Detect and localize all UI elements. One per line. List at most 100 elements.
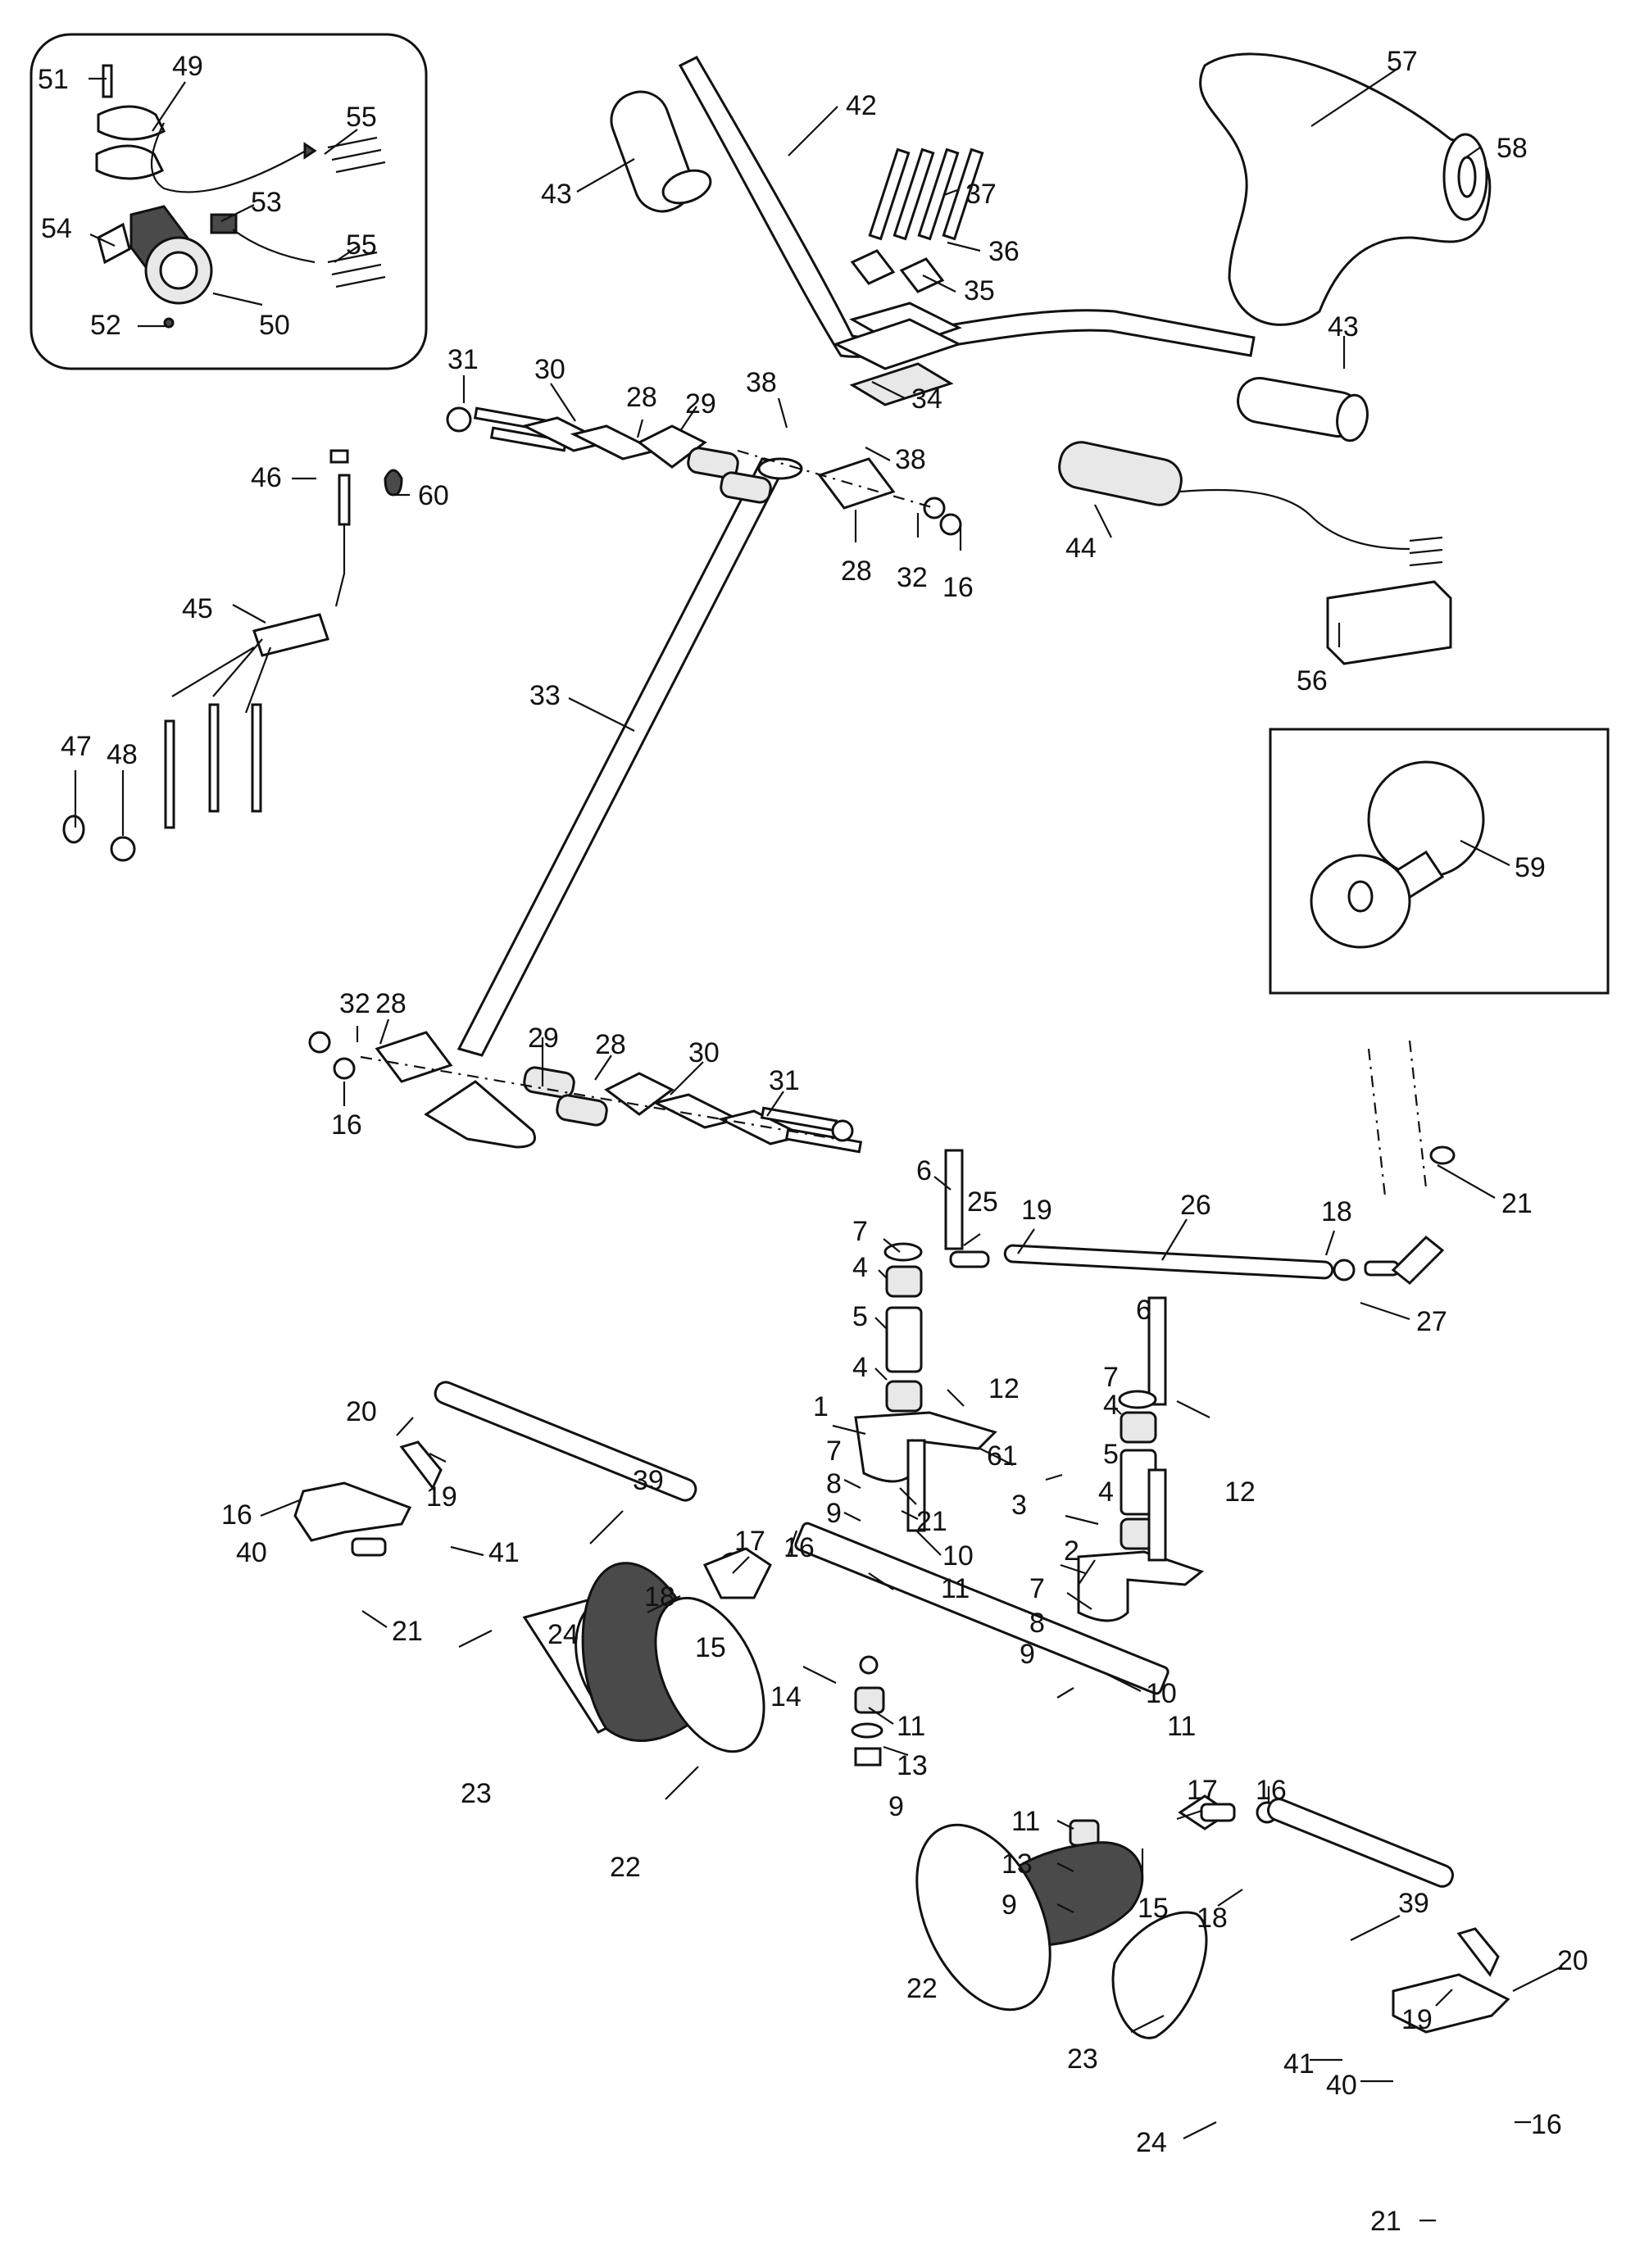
callout-11-left: 11 xyxy=(941,1573,970,1604)
callout-25: 25 xyxy=(967,1186,998,1218)
callout-21-mid: 21 xyxy=(916,1506,947,1537)
callout-labels: 51 49 55 53 54 55 52 50 42 43 37 36 35 5… xyxy=(38,46,1588,2237)
callout-53: 53 xyxy=(251,187,282,218)
callout-11-mid: 11 xyxy=(897,1711,925,1742)
callout-4-left-lower: 4 xyxy=(852,1352,868,1383)
callout-19-top: 19 xyxy=(1021,1195,1052,1226)
callout-13-mid: 13 xyxy=(897,1750,928,1781)
handlebar-assembly xyxy=(610,56,1369,442)
callout-45: 45 xyxy=(182,593,213,624)
callout-17-left: 17 xyxy=(734,1526,765,1557)
callout-10-right: 10 xyxy=(1146,1678,1177,1709)
inset-frame-horn xyxy=(1269,728,1610,995)
callout-9-mid: 9 xyxy=(888,1791,904,1822)
callout-43-right: 43 xyxy=(1328,311,1359,342)
callout-40-left: 40 xyxy=(236,1537,267,1568)
callout-15-left: 15 xyxy=(695,1632,726,1663)
callout-23-right: 23 xyxy=(1067,2043,1098,2075)
upper-linkage xyxy=(446,406,962,536)
callout-10-left: 10 xyxy=(942,1540,974,1572)
callout-20-left: 20 xyxy=(346,1396,377,1427)
callout-16-right: 16 xyxy=(1256,1775,1287,1806)
callout-19-left: 19 xyxy=(426,1481,457,1513)
callout-18-top: 18 xyxy=(1321,1196,1352,1227)
callout-4-right-lower: 4 xyxy=(1098,1476,1114,1508)
callout-24-left: 24 xyxy=(547,1619,579,1650)
callout-22-left: 22 xyxy=(610,1852,641,1883)
callout-16-mid: 16 xyxy=(783,1532,815,1563)
callout-48: 48 xyxy=(107,739,138,770)
callout-16-left: 16 xyxy=(221,1499,252,1531)
callout-49: 49 xyxy=(172,51,203,82)
callout-28-right: 28 xyxy=(841,556,872,587)
callout-38-right: 38 xyxy=(895,444,926,475)
callout-27: 27 xyxy=(1416,1306,1447,1337)
callout-4-top: 4 xyxy=(852,1252,868,1283)
callout-29-upper: 29 xyxy=(685,388,716,420)
callout-39-right: 39 xyxy=(1398,1888,1429,1919)
callout-2: 2 xyxy=(1064,1535,1079,1567)
lower-linkage xyxy=(308,1031,863,1154)
callout-18-left: 18 xyxy=(644,1581,675,1613)
callout-33: 33 xyxy=(529,680,561,711)
callout-42: 42 xyxy=(846,90,877,121)
callout-47: 47 xyxy=(61,731,92,762)
steering-column xyxy=(456,457,803,1057)
callout-28-lower-left: 28 xyxy=(375,988,406,1019)
callout-4-right-top: 4 xyxy=(1103,1390,1119,1421)
callout-43-left: 43 xyxy=(541,179,572,210)
callout-12-right: 12 xyxy=(1224,1476,1256,1508)
callout-41-right: 41 xyxy=(1283,2048,1315,2080)
callout-29-lower: 29 xyxy=(528,1023,559,1054)
callout-57: 57 xyxy=(1387,46,1418,77)
callout-26: 26 xyxy=(1180,1190,1211,1221)
callout-28-upper: 28 xyxy=(626,382,657,413)
callout-24-right: 24 xyxy=(1136,2127,1167,2158)
callout-20-right: 20 xyxy=(1557,1945,1588,1976)
callout-7-left: 7 xyxy=(826,1436,842,1467)
callout-3: 3 xyxy=(1011,1490,1027,1521)
callout-11-right: 11 xyxy=(1167,1711,1196,1742)
callout-38-left: 38 xyxy=(746,367,777,398)
callout-54: 54 xyxy=(41,213,72,244)
callout-22-right: 22 xyxy=(906,1973,938,2004)
callout-36: 36 xyxy=(988,236,1020,267)
callout-19-right: 19 xyxy=(1401,2004,1433,2035)
steering-knuckle-outline xyxy=(1367,1040,1456,1197)
switch-assembly-parts xyxy=(95,64,386,329)
callout-7-right: 7 xyxy=(1029,1573,1045,1604)
callout-16-bottom: 16 xyxy=(1531,2109,1562,2140)
callout-5-left: 5 xyxy=(852,1301,868,1332)
callout-56: 56 xyxy=(1297,665,1328,696)
callout-61: 61 xyxy=(987,1440,1018,1472)
rubber-boots xyxy=(522,1562,1208,2039)
callout-52: 52 xyxy=(90,310,121,341)
heated-grip-harness xyxy=(1058,441,1452,665)
callout-30-lower: 30 xyxy=(688,1037,720,1068)
callout-12-top: 12 xyxy=(988,1373,1020,1404)
callout-44: 44 xyxy=(1065,533,1097,564)
callout-13-lower: 13 xyxy=(1001,1848,1033,1880)
callout-37: 37 xyxy=(965,179,997,210)
callout-51: 51 xyxy=(38,64,69,95)
callout-8-left: 8 xyxy=(826,1468,842,1499)
callout-34: 34 xyxy=(911,383,942,415)
callout-55-bottom: 55 xyxy=(346,229,377,261)
callout-60: 60 xyxy=(418,480,449,511)
callout-46: 46 xyxy=(251,462,282,493)
leader-lines xyxy=(74,66,1563,2222)
callout-1: 1 xyxy=(813,1391,829,1422)
callout-21-bottom: 21 xyxy=(1370,2206,1401,2237)
callout-7-top: 7 xyxy=(852,1216,868,1247)
callout-32-upper: 32 xyxy=(897,562,928,593)
callout-17-right: 17 xyxy=(1187,1775,1218,1806)
callout-16-upper: 16 xyxy=(942,572,974,603)
callout-6-left: 6 xyxy=(916,1155,932,1186)
callout-32-lower: 32 xyxy=(339,988,370,1019)
callout-23-left: 23 xyxy=(461,1778,492,1809)
pivot-and-tierods xyxy=(293,1149,1510,2034)
callout-6-right: 6 xyxy=(1136,1295,1151,1326)
callout-39-left: 39 xyxy=(633,1465,664,1496)
callout-41-left: 41 xyxy=(488,1537,520,1568)
